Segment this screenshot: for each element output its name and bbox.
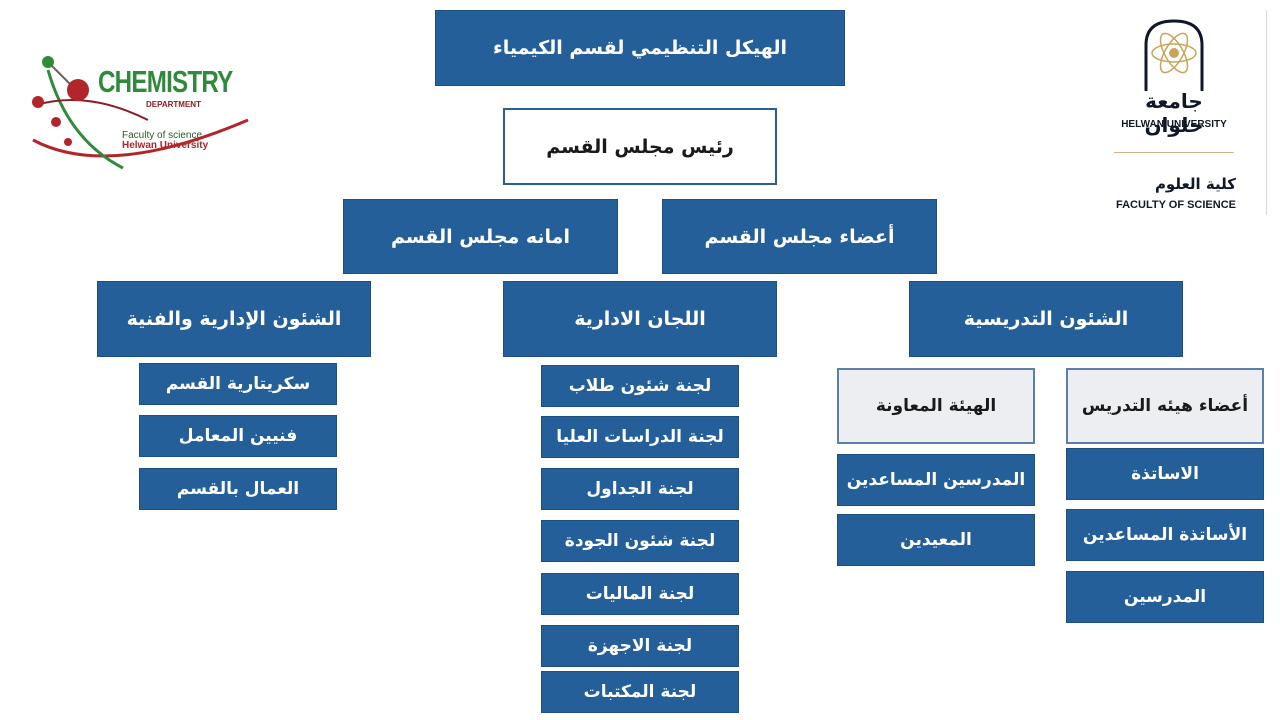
faculty-item: المدرسين (1066, 571, 1264, 623)
admin-tech-affairs-box: الشئون الإدارية والفنية (97, 281, 371, 357)
admin-item: العمال بالقسم (139, 468, 337, 510)
council-members-box: أعضاء مجلس القسم (662, 199, 937, 274)
committee-item: لجنة شئون الجودة (541, 520, 739, 562)
department-label: DEPARTMENT (146, 100, 201, 109)
teaching-affairs-box: الشئون التدريسية (909, 281, 1183, 357)
committee-item: لجنة الاجهزة (541, 625, 739, 667)
faculty-label: Faculty of science (122, 130, 203, 141)
faculty-item: الأساتذة المساعدين (1066, 509, 1264, 561)
chart-title: الهيكل التنظيمي لقسم الكيمياء (435, 10, 845, 86)
logo-divider (1114, 152, 1234, 153)
chemistry-department-logo: CHEMISTRY DEPARTMENT Faculty of science … (28, 50, 258, 175)
admin-item: فنيين المعامل (139, 415, 337, 457)
faculty-arabic-name: كلية العلوم (1154, 175, 1236, 193)
atom-molecule-icon (32, 56, 249, 170)
committee-item: لجنة شئون طلاب (541, 365, 739, 407)
faculty-english-name: FACULTY OF SCIENCE (1116, 199, 1236, 211)
faculty-item: الاساتذة (1066, 448, 1264, 500)
admin-committees-box: اللجان الادارية (503, 281, 777, 357)
committee-item: لجنة المكتبات (541, 671, 739, 713)
committee-item: لجنة الماليات (541, 573, 739, 615)
admin-item: سكريتارية القسم (139, 363, 337, 405)
helwan-arabic-name: جامعة حلوان (1144, 89, 1204, 137)
assistant-staff-item: المعيدين (837, 514, 1035, 566)
chair-box: رئيس مجلس القسم (503, 108, 777, 185)
council-secretariat-box: امانه مجلس القسم (343, 199, 618, 274)
atom-arch-icon (1144, 19, 1204, 91)
committee-item: لجنة الدراسات العليا (541, 416, 739, 458)
helwan-english-name: HELWAN UNIVERSITY (1121, 119, 1227, 130)
assistant-staff-box: الهيئة المعاونة (837, 368, 1035, 444)
faculty-members-box: أعضاء هيئه التدريس (1066, 368, 1264, 444)
helwan-university-logo: جامعة حلوان HELWAN UNIVERSITY كلية العلو… (1110, 15, 1240, 220)
logo-edge-divider (1266, 10, 1267, 215)
university-label: Helwan University (122, 140, 209, 151)
committee-item: لجنة الجداول (541, 468, 739, 510)
assistant-staff-item: المدرسين المساعدين (837, 454, 1035, 506)
chemistry-wordmark: CHEMISTRY (98, 64, 233, 99)
